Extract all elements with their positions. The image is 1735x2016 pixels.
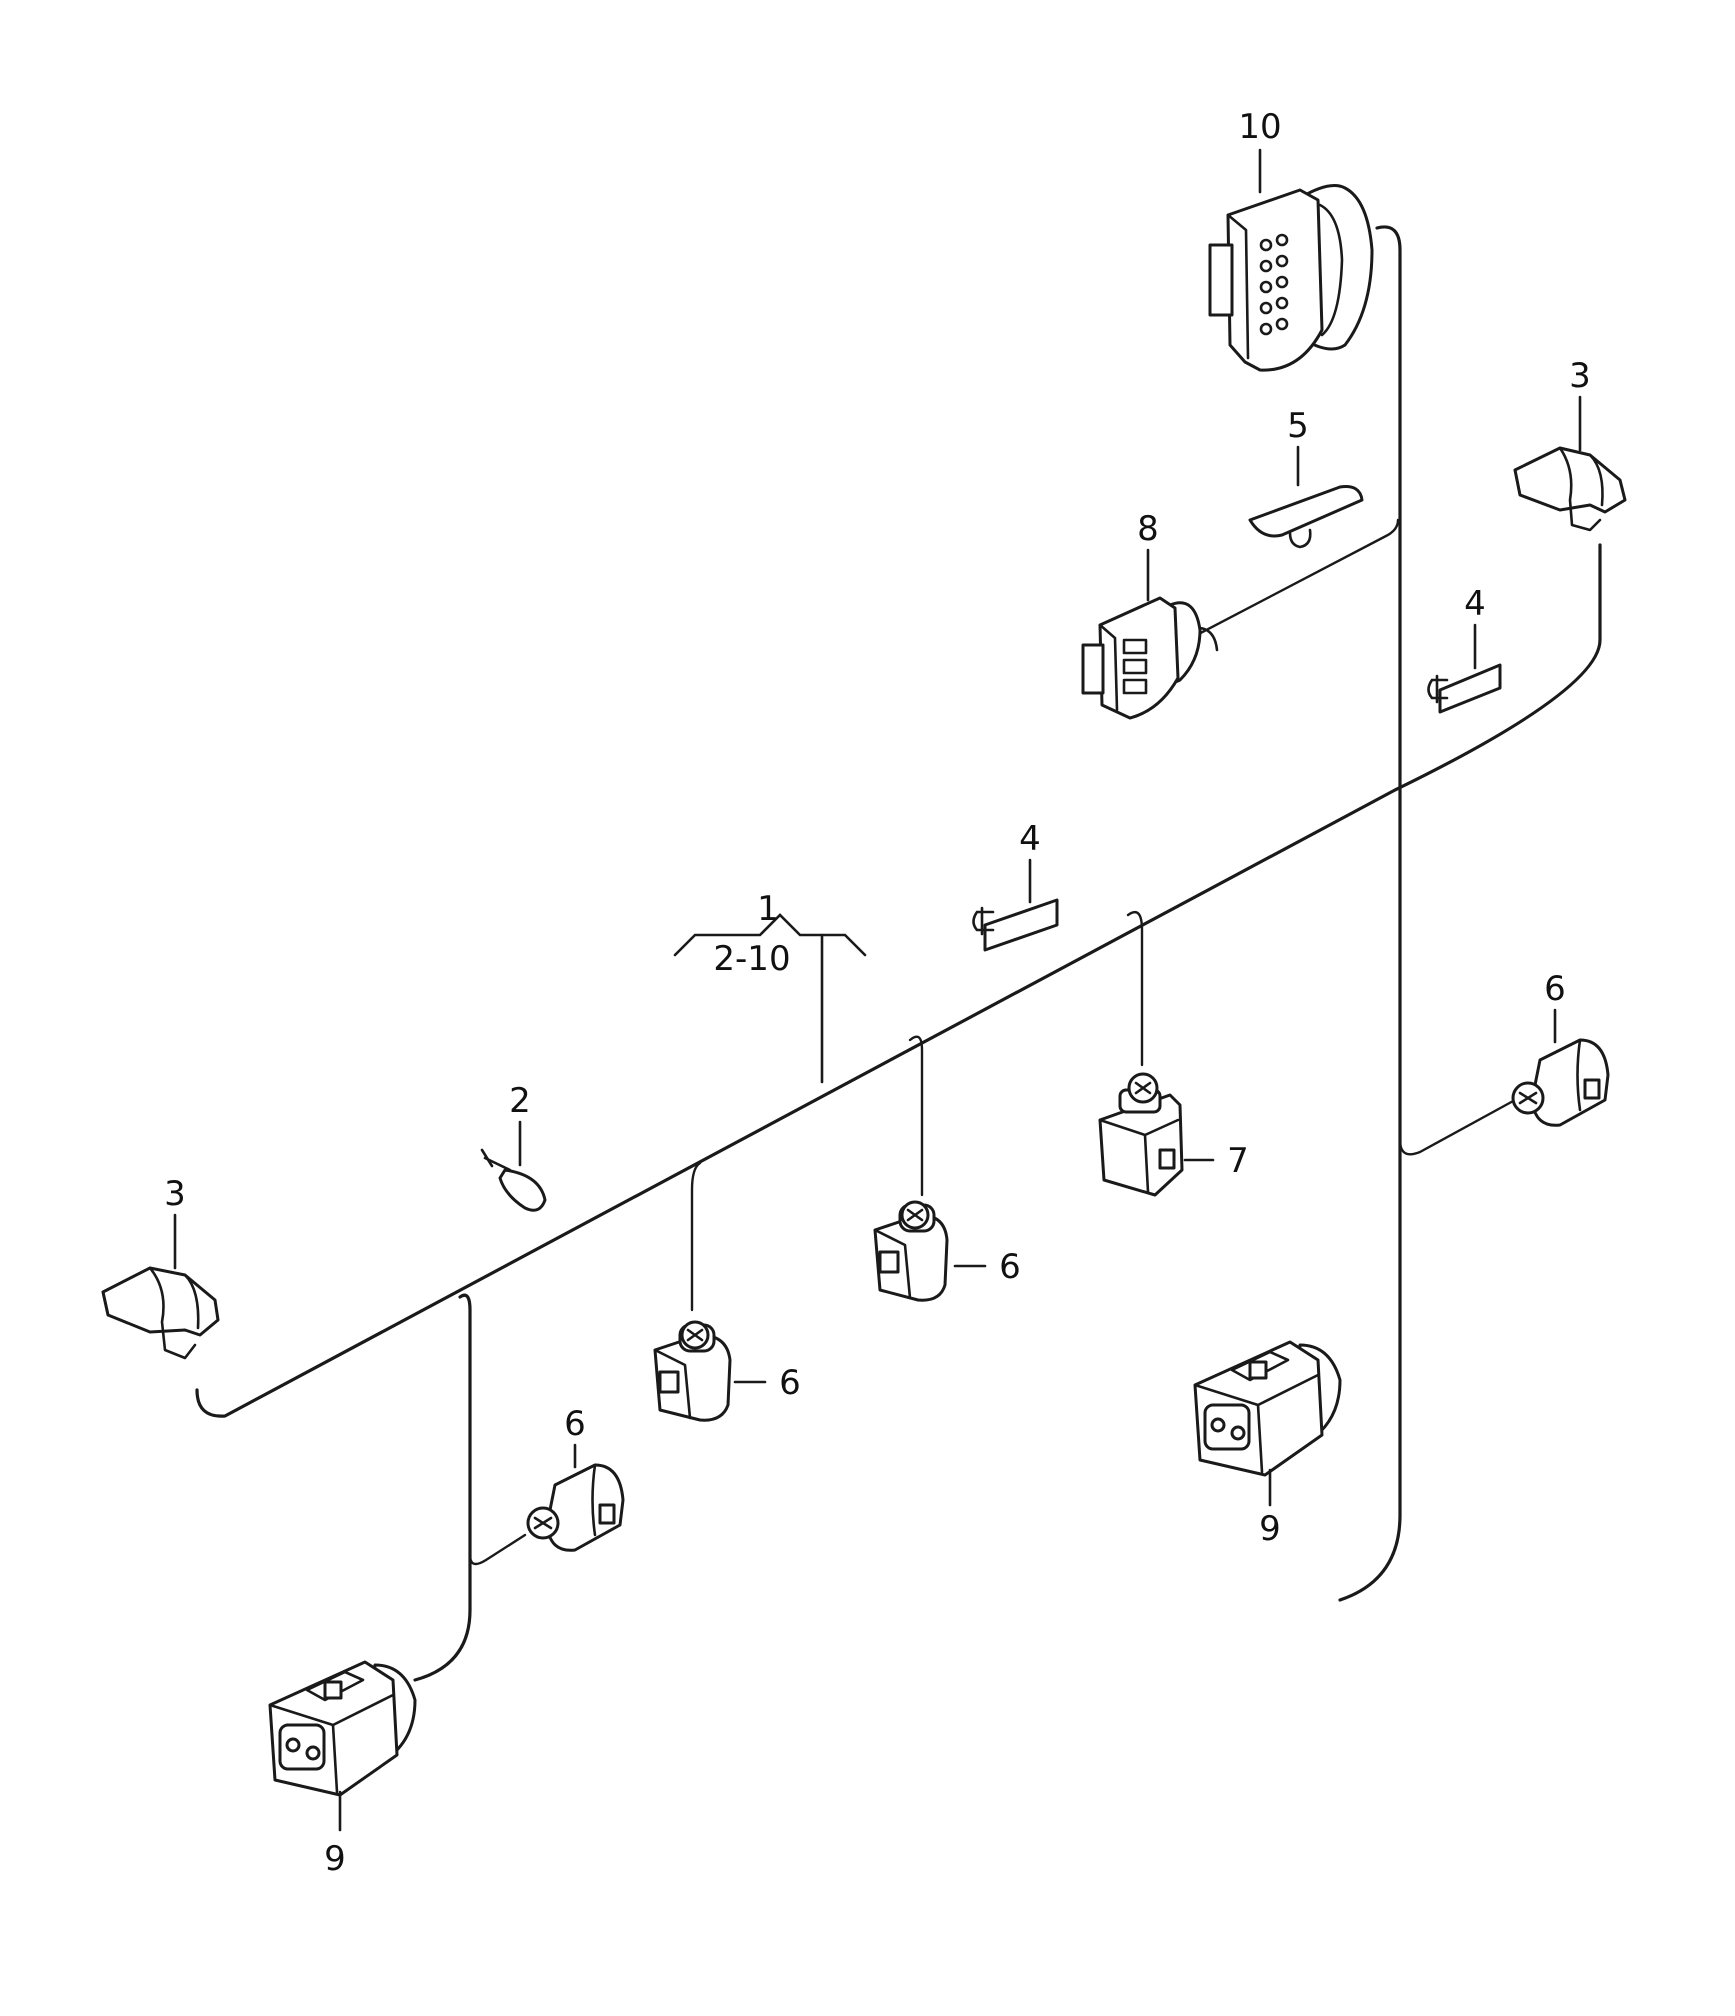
- callout-1: 1: [757, 889, 779, 929]
- bracket-5-icon: [1248, 485, 1364, 549]
- connector-6-lower-icon: [653, 1320, 732, 1422]
- branch-wire-6-lower: [690, 1161, 702, 1312]
- callout-6-upper: 6: [999, 1247, 1021, 1287]
- callout-4-mid: 4: [1019, 819, 1041, 859]
- callout-9-left: 9: [324, 1839, 346, 1879]
- callout-8: 8: [1137, 509, 1159, 549]
- cable-tie-2-icon: [480, 1148, 547, 1212]
- connector-9-right-icon: [1193, 1340, 1342, 1477]
- callout-3-left: 3: [164, 1174, 186, 1214]
- callout-5: 5: [1287, 406, 1309, 446]
- connector-9-left-icon: [268, 1660, 417, 1797]
- clip-4-mid-icon: [972, 898, 1059, 952]
- callout-7: 7: [1227, 1141, 1249, 1181]
- branch-wire-7: [1126, 910, 1144, 1067]
- callout-10: 10: [1238, 107, 1281, 147]
- clip-4-right-icon: [1427, 663, 1502, 714]
- branch-wire-8: [1191, 518, 1400, 639]
- branch-wire-6-right: [1398, 1098, 1517, 1156]
- callout-6-left: 6: [564, 1404, 586, 1444]
- connector-6-upper-icon: [873, 1200, 949, 1302]
- branch-wire-6-upper: [908, 1035, 924, 1197]
- sensor-holder-3-left-icon: [101, 1266, 220, 1360]
- callout-labels: 10 8 5 3 4 4 1 2-10 3 2 6 7 6 6 6 9 9: [164, 107, 1591, 1879]
- vertical-trunk-wire: [1338, 225, 1402, 1602]
- connector-8-icon: [1081, 596, 1219, 720]
- branch-wire-6-left: [468, 1533, 527, 1566]
- branch-wire-9-left: [413, 1293, 472, 1682]
- harness-wires: [195, 225, 1602, 1682]
- callout-4-right: 4: [1464, 584, 1486, 624]
- callout-9-right: 9: [1259, 1509, 1281, 1549]
- callout-6-right: 6: [1544, 969, 1566, 1009]
- leader-lines: [173, 148, 1582, 1832]
- connector-6-left-icon: [526, 1463, 625, 1552]
- callout-3-right: 3: [1569, 356, 1591, 396]
- callout-6-lower: 6: [779, 1363, 801, 1403]
- connector-6-right-icon: [1511, 1038, 1610, 1127]
- callout-2: 2: [509, 1081, 531, 1121]
- callout-1-range: 2-10: [713, 939, 790, 979]
- sensor-holder-3-right-icon: [1513, 446, 1627, 532]
- connector-10-icon: [1208, 184, 1374, 372]
- main-trunk-wire: [195, 543, 1602, 1418]
- connector-7-icon: [1098, 1072, 1184, 1197]
